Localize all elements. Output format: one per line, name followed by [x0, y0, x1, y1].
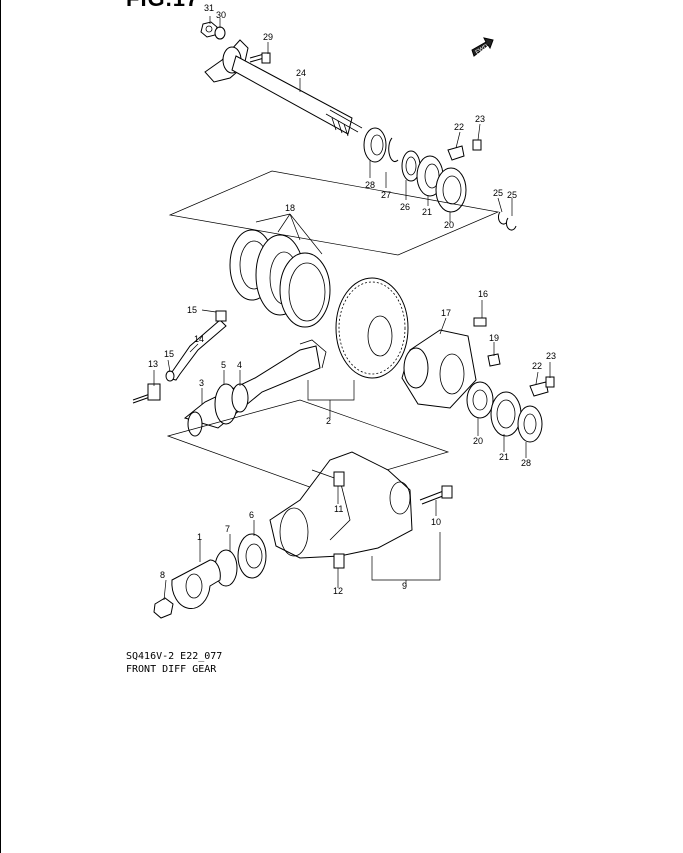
callout-27: 27	[381, 190, 391, 200]
callout-29: 29	[263, 32, 273, 42]
bolt-part-23-upper	[472, 139, 482, 151]
axle-shaft-part-24	[204, 39, 363, 137]
callout-23-lower: 23	[546, 351, 556, 361]
callout-30: 30	[216, 10, 226, 20]
callout-9: 9	[402, 581, 407, 591]
callout-18: 18	[285, 203, 295, 213]
side-gear-set-part-18	[229, 229, 331, 328]
bolt-part-10	[419, 485, 453, 505]
drive-pinion-part-3	[183, 339, 327, 437]
companion-flange-part-1	[171, 559, 221, 609]
callout-22-lower: 22	[532, 361, 542, 371]
callout-31: 31	[204, 3, 214, 13]
breather-pipe-part-14	[167, 310, 227, 381]
callout-25-a: 25	[493, 188, 503, 198]
callout-10: 10	[431, 517, 441, 527]
bearing-race-part-20-lower	[466, 381, 494, 419]
callout-28-lower: 28	[521, 458, 531, 468]
callout-19: 19	[489, 333, 499, 343]
callout-6: 6	[249, 510, 254, 520]
clamp-part-15	[165, 370, 175, 382]
callout-labels: 31 30 29 24 22 23 25 25 28 27 26 21 20 1…	[148, 3, 556, 596]
diagram-code: SQ416V-2 E22_077	[126, 651, 223, 662]
callout-23-upper: 23	[475, 114, 485, 124]
callout-8: 8	[160, 570, 165, 580]
callout-17: 17	[441, 308, 451, 318]
figure-title: FIG.17	[126, 0, 199, 12]
leader-lines	[153, 16, 551, 601]
bolt-part-11	[333, 471, 345, 487]
upper-group-frame	[168, 170, 500, 256]
differential-case-part-17	[401, 329, 477, 409]
oil-seal-part-28-upper	[363, 127, 387, 163]
callout-20-upper: 20	[444, 220, 454, 230]
nut-part-31	[200, 21, 218, 38]
callout-14: 14	[194, 334, 204, 344]
callout-15-upper: 15	[187, 305, 197, 315]
bearing-race-part-20-upper	[435, 167, 467, 213]
snap-ring-part-27	[388, 137, 399, 163]
callout-21-upper: 21	[422, 207, 432, 217]
clip-part-22-lower	[529, 381, 549, 397]
callout-15-lower: 15	[164, 349, 174, 359]
callout-3: 3	[199, 378, 204, 388]
middle-group-frame	[166, 399, 450, 491]
callout-26: 26	[400, 202, 410, 212]
bolt-part-16	[473, 317, 487, 327]
forward-badge-icon: FWD	[471, 37, 494, 57]
callout-7: 7	[225, 524, 230, 534]
callout-1: 1	[197, 532, 202, 542]
callout-16: 16	[478, 289, 488, 299]
callout-2: 2	[326, 416, 331, 426]
bolt-part-23-lower	[545, 376, 555, 388]
callout-bracket-2	[307, 380, 355, 418]
callout-22-upper: 22	[454, 122, 464, 132]
callout-24: 24	[296, 68, 306, 78]
bolt-part-12	[333, 553, 345, 569]
oil-seal-part-28-lower	[517, 405, 543, 443]
bearing-race-part-4	[231, 383, 249, 413]
sensor-part-13	[132, 383, 161, 404]
callout-bracket-9	[371, 532, 441, 584]
bolt-part-19	[487, 353, 501, 367]
diagram-name: FRONT DIFF GEAR	[126, 664, 217, 675]
callout-21-lower: 21	[499, 452, 509, 462]
callout-20-lower: 20	[473, 436, 483, 446]
page-border-line	[0, 0, 1, 853]
circlip-part-25	[497, 211, 517, 231]
callout-4: 4	[237, 360, 242, 370]
callout-28-upper: 28	[365, 180, 375, 190]
nut-part-8	[153, 597, 174, 619]
callout-5: 5	[221, 360, 226, 370]
clip-part-22-upper	[447, 145, 465, 161]
callout-13: 13	[148, 359, 158, 369]
callout-25-b: 25	[507, 190, 517, 200]
ring-gear-part-2	[335, 277, 409, 379]
callout-12: 12	[333, 586, 343, 596]
housing-part-9	[269, 451, 413, 559]
bolt-part-29	[249, 52, 271, 64]
washer-part-30	[214, 26, 226, 40]
callout-11: 11	[334, 504, 343, 514]
bearing-part-6	[237, 533, 267, 579]
bearing-part-21-lower	[490, 391, 522, 437]
